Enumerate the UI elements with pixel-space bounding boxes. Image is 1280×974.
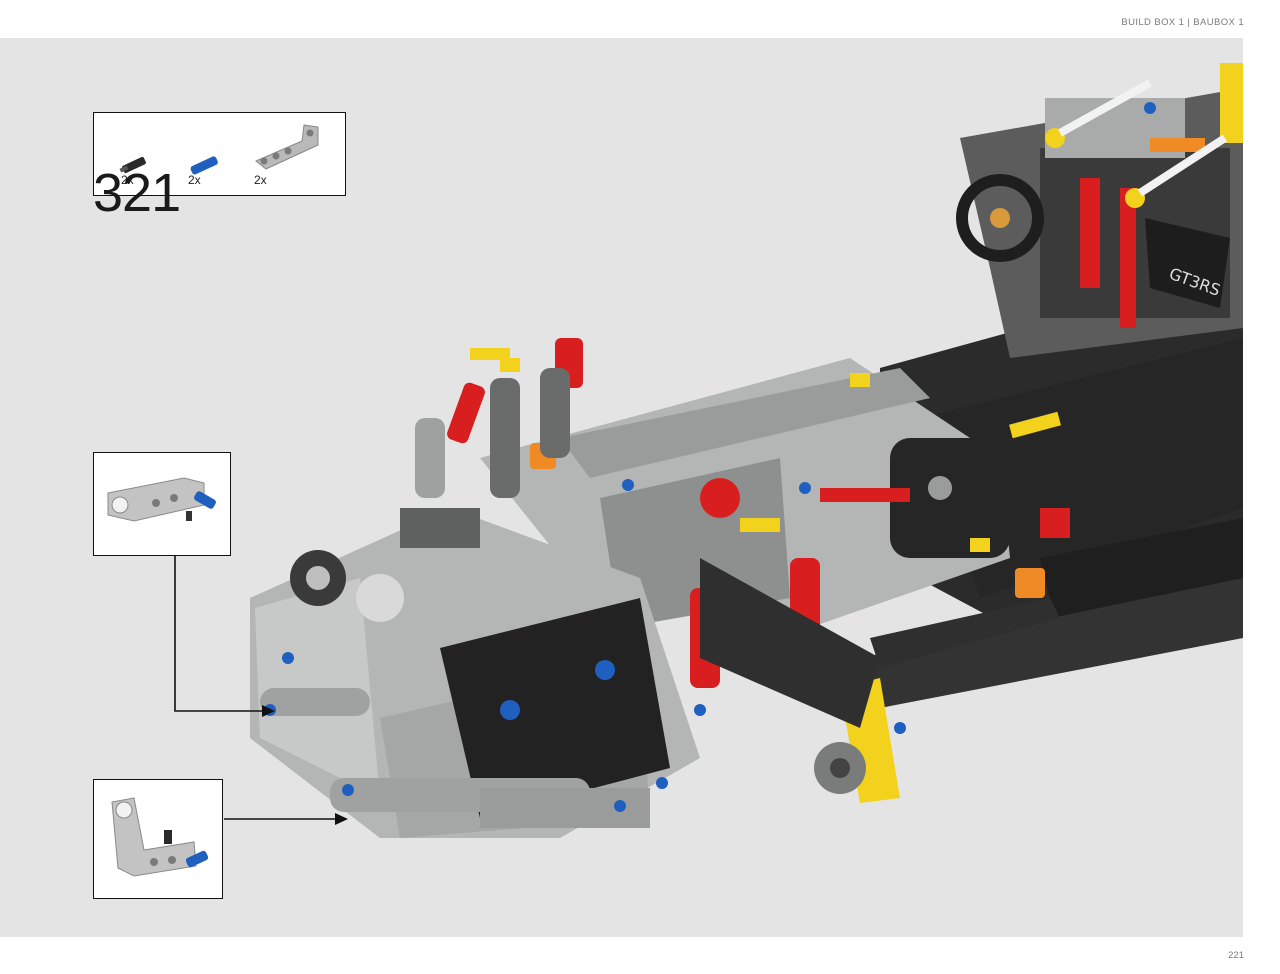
page-number: 221 bbox=[1228, 950, 1244, 961]
gray-liftarm-icon bbox=[255, 124, 319, 170]
instruction-panel: GT3RS bbox=[0, 38, 1243, 937]
liftarm-with-blue-pin-icon bbox=[107, 477, 216, 522]
blue-axle-pin-icon bbox=[190, 156, 218, 175]
parts-list-item bbox=[184, 149, 224, 189]
parts-list-box: 2x 2x 2x bbox=[93, 112, 346, 196]
part-quantity: 2x bbox=[254, 173, 267, 187]
part-quantity: 2x bbox=[188, 173, 201, 187]
callout-upper bbox=[93, 452, 231, 556]
part-quantity: 2x bbox=[121, 173, 134, 187]
parts-list-item bbox=[116, 149, 156, 189]
liftarm-with-blue-pin-icon bbox=[111, 797, 209, 877]
model-illustration: GT3RS bbox=[174, 63, 1243, 838]
callout-lower bbox=[93, 779, 223, 899]
black-axle-pin-icon bbox=[119, 156, 146, 174]
page-header: BUILD BOX 1 | BAUBOX 1 bbox=[1121, 17, 1244, 28]
step-number: 321 bbox=[93, 163, 181, 223]
parts-list-item bbox=[252, 121, 322, 171]
